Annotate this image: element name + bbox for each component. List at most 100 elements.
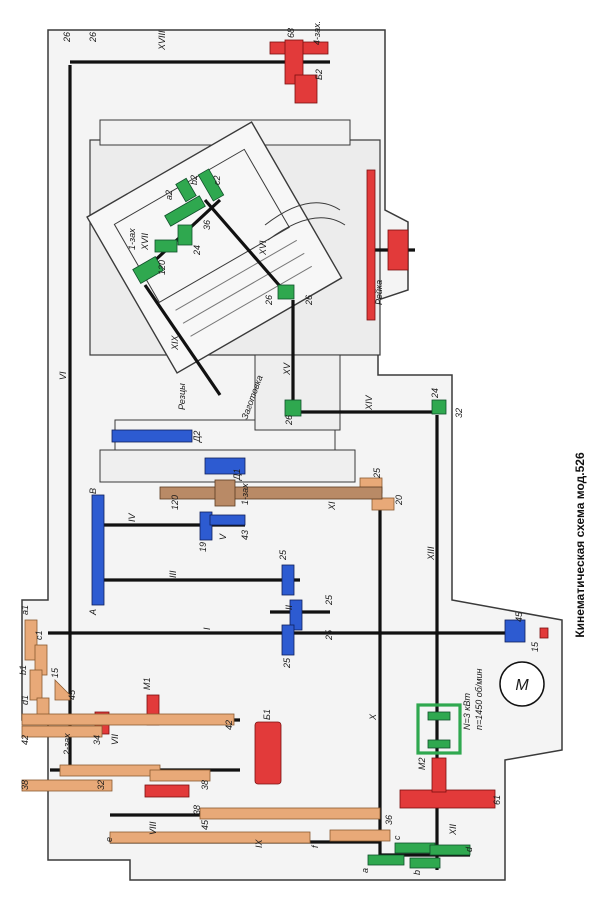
gear-25-3 [281, 624, 295, 656]
label-38-b: 38 [200, 780, 210, 790]
label-d1: d1 [20, 695, 30, 705]
gear-e [109, 831, 311, 844]
label-VII: VII [110, 733, 120, 745]
label-36: 36 [384, 815, 394, 825]
label-26-top: 26 [62, 32, 72, 43]
label-e: e [104, 837, 114, 842]
motor-circle [499, 661, 545, 707]
label-XIX: XIX [170, 334, 180, 351]
label-c2: c2 [212, 175, 222, 185]
shaft-XIX [143, 284, 222, 396]
label-61: 61 [492, 795, 502, 805]
label-25-b: 25 [324, 594, 334, 606]
gear-a1 [24, 619, 38, 661]
green-gear-24 [154, 239, 178, 253]
label-IV: IV [127, 512, 137, 522]
motor-symbol: М [515, 677, 529, 694]
label-B1: Б1 [262, 709, 272, 720]
gear-b2 [294, 74, 318, 104]
label-D1: Д1 [232, 469, 242, 481]
green-gear-26-xv [284, 399, 302, 417]
label-motor-speed: n=1450 об/мин [474, 668, 484, 730]
label-45-blue: 45 [514, 611, 524, 622]
label-XVIII: XVIII [157, 30, 167, 51]
label-c1: c1 [34, 630, 44, 640]
label-20: 20 [394, 495, 404, 506]
cradle-arc-2 [267, 217, 346, 241]
rejka-bar [366, 169, 376, 321]
green-gear-24-xiv [431, 399, 447, 415]
cam-D2 [111, 429, 193, 443]
gear-c [394, 842, 436, 854]
label-45-orange: 45 [67, 689, 77, 700]
label-XII: XII [448, 823, 458, 836]
label-32: 32 [454, 408, 464, 418]
label-f: f [310, 844, 320, 848]
label-25-d: 25 [282, 657, 292, 669]
label-26-xv-b: 26 [304, 295, 314, 306]
gear-42-b [21, 725, 103, 738]
green-gear-36 [177, 224, 193, 246]
green-gear-a2 [175, 177, 197, 203]
gear-25-1 [281, 564, 295, 596]
label-1zax-top: 1-зах [127, 228, 137, 250]
reverse-housing [416, 703, 462, 755]
green-gear-b2 [197, 168, 225, 202]
label-I: I [202, 627, 212, 630]
shaft-XVI [203, 198, 287, 294]
label-c: c [392, 835, 402, 840]
label-120-top: 120 [157, 260, 167, 275]
gear-61 [399, 789, 496, 809]
label-M2: M2 [417, 757, 427, 770]
label-24-green: 24 [192, 245, 202, 256]
label-32-orange: 32 [96, 780, 106, 790]
label-2zax: 2-зах [62, 733, 72, 756]
label-1zax-bottom: 1-зах [240, 483, 250, 505]
green-gear-26-top [277, 284, 295, 300]
label-b2: b2 [189, 175, 199, 185]
label-M1: M1 [142, 677, 152, 690]
worm-wheel-hub [214, 479, 236, 507]
label-24: 24 [430, 388, 440, 399]
clutch-M2 [431, 757, 447, 793]
label-25-a: 25 [278, 549, 288, 561]
label-XI: XI [327, 501, 337, 511]
reverse-gear-bot [427, 739, 451, 749]
label-III: III [168, 570, 178, 578]
green-gear-120 [132, 256, 164, 284]
column-neck [254, 354, 341, 431]
label-26-xiv: 26 [284, 415, 294, 426]
label-25-orange: 25 [372, 467, 382, 479]
label-26-b: 26 [88, 32, 98, 43]
cam-D1 [204, 457, 246, 475]
label-45: 45 [200, 819, 210, 830]
label-25-c: 25 [324, 629, 334, 641]
label-38-a: 38 [20, 780, 30, 790]
label-43: 43 [240, 530, 250, 540]
label-rejka: Рейка [374, 280, 384, 305]
label-XIII: XIII [426, 546, 436, 561]
label-d: d [464, 846, 474, 852]
label-D2: Д2 [192, 431, 202, 443]
label-42-b: 42 [224, 720, 234, 730]
gear-19 [199, 511, 213, 541]
label-34: 34 [92, 735, 102, 745]
diagram-title: Кинематическая схема мод.526 [573, 452, 587, 638]
label-36-green: 36 [202, 220, 212, 230]
gear-32 [59, 764, 161, 777]
label-42-a: 42 [20, 735, 30, 745]
label-XIV: XIV [364, 394, 374, 411]
label-19: 19 [198, 542, 208, 552]
label-120: 120 [170, 495, 180, 510]
gear-38-red [144, 784, 190, 798]
gear-45 [199, 807, 381, 820]
clutch-B1 [254, 721, 282, 785]
gear-43 [209, 514, 246, 526]
gear-42-a [21, 713, 235, 726]
label-XVI: XVI [258, 240, 268, 256]
gear-a [367, 854, 405, 866]
label-a: a [360, 868, 370, 873]
label-b1: b1 [18, 665, 28, 675]
gear-b1 [29, 669, 43, 701]
